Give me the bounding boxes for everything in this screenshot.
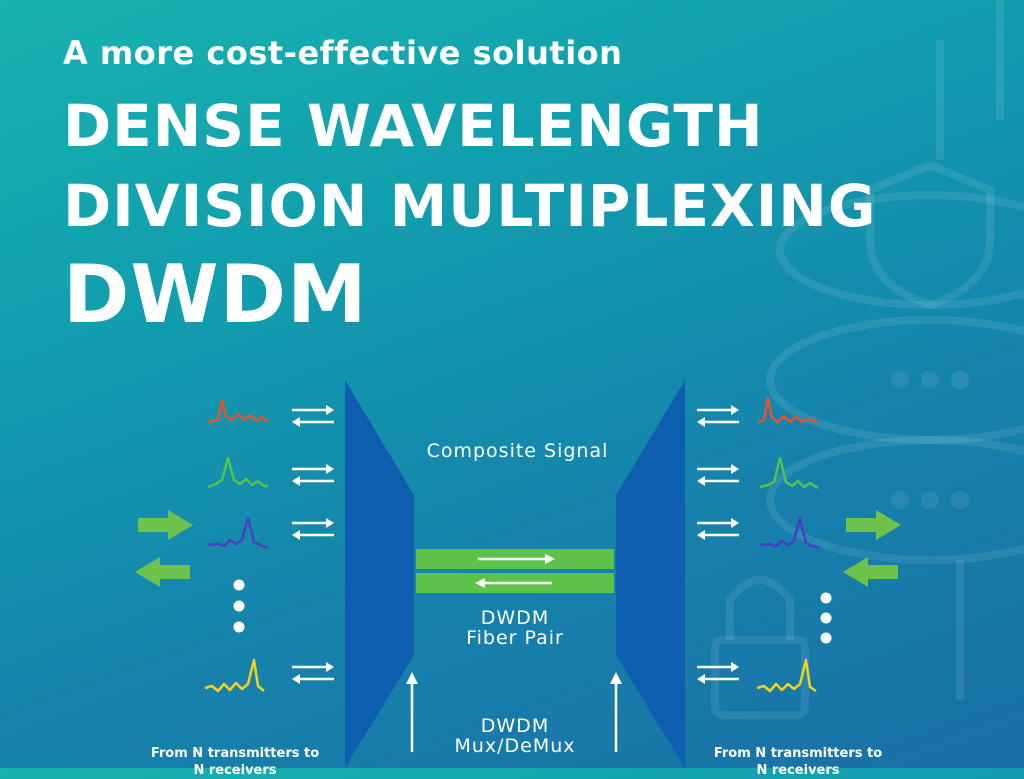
bidirectional-arrow-icon <box>290 403 336 429</box>
mux-demux-label: DWDM Mux/DeMux <box>430 716 600 756</box>
up-arrow-right <box>610 672 622 752</box>
fiber-pair-label-line-2: Fiber Pair <box>466 627 564 649</box>
fiber-pair-label: DWDM Fiber Pair <box>440 608 590 648</box>
left-caption-line-1: From N transmitters to <box>150 746 320 761</box>
mux-left <box>345 380 414 768</box>
wavelength-yellow-left <box>204 658 265 693</box>
mux-demux-label-line-2: Mux/DeMux <box>454 735 576 757</box>
page-title-line-1: DENSE WAVELENGTH <box>63 92 764 160</box>
fiber-backward-arrow <box>475 578 552 588</box>
right-caption-line-1: From N transmitters to <box>713 746 883 761</box>
left-caption-line-2: N receivers <box>193 763 277 778</box>
bidirectional-arrow-icon <box>290 516 336 542</box>
composite-signal-label: Composite Signal <box>426 440 609 462</box>
bidirectional-arrow-icon <box>695 403 741 429</box>
left-caption: From N transmitters to N receivers <box>130 745 340 779</box>
subtitle: A more cost-effective solution <box>63 34 623 72</box>
wavelength-red-left <box>207 398 269 424</box>
fiber-forward-arrow <box>478 554 555 564</box>
right-caption-line-2: N receivers <box>756 763 840 778</box>
bidirectional-arrow-icon <box>695 462 741 488</box>
fiber-pair-label-line-1: DWDM <box>480 607 550 629</box>
wavelength-yellow-right <box>756 658 817 693</box>
up-arrow-left <box>406 672 418 752</box>
bidirectional-arrow-icon <box>695 516 741 542</box>
wavelength-green-right <box>759 456 819 490</box>
wavelength-purple-right <box>759 516 821 550</box>
output-arrow-icon <box>846 510 901 540</box>
right-caption: From N transmitters to N receivers <box>693 745 903 779</box>
output-arrow-icon <box>135 557 190 587</box>
wavelength-green-left <box>207 456 268 489</box>
page-title-acronym: DWDM <box>63 248 368 341</box>
demux-right <box>616 380 685 768</box>
wavelength-red-right <box>757 396 819 425</box>
ellipsis-dots-right <box>820 592 832 644</box>
bidirectional-arrow-icon <box>695 660 741 686</box>
input-arrow-icon <box>843 557 898 587</box>
wavelength-purple-left <box>207 516 269 550</box>
input-arrow-icon <box>138 510 193 540</box>
bidirectional-arrow-icon <box>290 660 336 686</box>
page-title-line-2: DIVISION MULTIPLEXING <box>63 172 877 240</box>
ellipsis-dots-left <box>233 579 245 633</box>
mux-demux-label-line-1: DWDM <box>480 715 550 737</box>
bidirectional-arrow-icon <box>290 462 336 488</box>
